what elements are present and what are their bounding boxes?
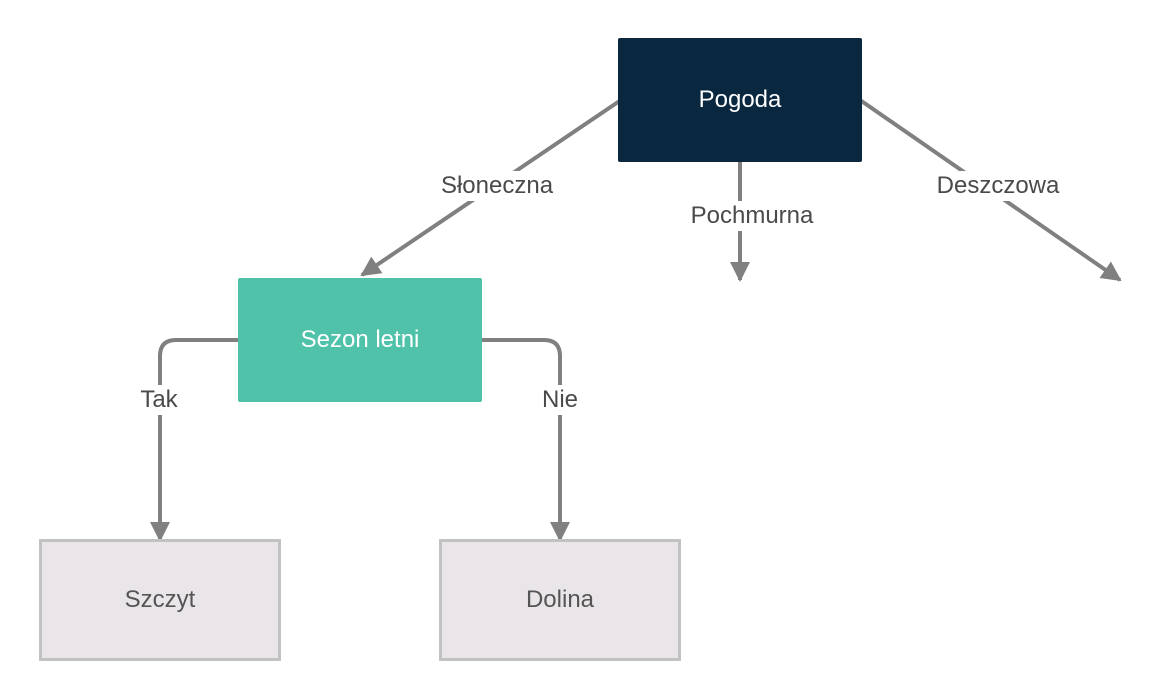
edge-label-no: Nie	[535, 385, 585, 415]
node-weather-label: Pogoda	[698, 86, 782, 113]
node-summer-season-label: Sezon letni	[300, 326, 420, 353]
node-valley[interactable]: Dolina	[439, 539, 681, 661]
node-summer-season[interactable]: Sezon letni	[238, 278, 482, 402]
node-weather[interactable]: Pogoda	[618, 38, 862, 162]
connector-yes	[150, 338, 240, 542]
edge-label-cloudy: Pochmurna	[684, 201, 820, 231]
connector-no	[480, 338, 570, 542]
edge-label-yes: Tak	[134, 385, 184, 415]
node-valley-label: Dolina	[525, 586, 595, 613]
node-peak[interactable]: Szczyt	[39, 539, 281, 661]
edge-label-sunny: Słoneczna	[434, 171, 560, 201]
edge-label-rainy: Deszczowa	[930, 171, 1066, 201]
node-peak-label: Szczyt	[124, 586, 196, 613]
